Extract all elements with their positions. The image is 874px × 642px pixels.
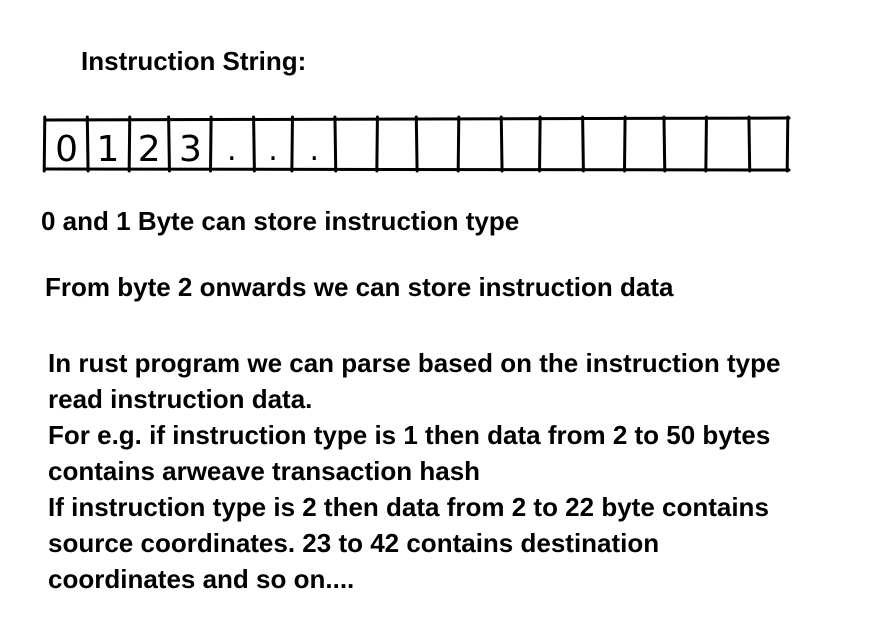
cell-divider: [499, 115, 504, 173]
cell-divider: [456, 115, 461, 173]
paragraph-line: If instruction type is 2 then data from …: [48, 492, 769, 522]
paragraph-line: source coordinates. 23 to 42 contains de…: [48, 528, 660, 558]
instruction-string-title: Instruction String:: [81, 46, 307, 76]
cell-divider: [785, 115, 790, 173]
cell-divider: [538, 115, 542, 173]
cell-divider: [42, 115, 47, 173]
cell-divider: [581, 115, 585, 173]
cell-divider: [85, 115, 90, 173]
byte-type-description: 0 and 1 Byte can store instruction type: [41, 206, 520, 236]
paragraph-line: read instruction data.: [48, 384, 313, 414]
paragraph-line: contains arweave transaction hash: [48, 456, 481, 486]
cell-divider: [209, 115, 213, 173]
byte-index-label: 2: [138, 129, 161, 170]
paragraph-line: coordinates and so on....: [48, 564, 355, 594]
cell-divider: [414, 115, 419, 173]
cell-divider: [704, 115, 708, 173]
cell-divider: [375, 115, 379, 173]
ellipsis-dot: .: [227, 133, 237, 168]
byte-index-label: 0: [55, 129, 78, 170]
ellipsis-dot: .: [310, 133, 320, 168]
cell-divider: [747, 115, 752, 173]
parsing-explanation: In rust program we can parse based on th…: [48, 345, 868, 597]
cell-divider: [167, 115, 171, 173]
cell-divider: [127, 115, 132, 173]
paragraph-line: For e.g. if instruction type is 1 then d…: [48, 420, 771, 450]
paragraph-line: In rust program we can parse based on th…: [48, 348, 781, 378]
cell-divider: [662, 115, 667, 173]
cell-divider: [252, 115, 256, 173]
byte-data-description: From byte 2 onwards we can store instruc…: [45, 272, 674, 302]
cell-divider: [290, 115, 294, 173]
ellipsis-dot: .: [268, 133, 278, 168]
cell-divider: [333, 115, 338, 173]
byte-index-label: 3: [179, 129, 202, 170]
byte-index-label: 1: [96, 129, 119, 170]
cell-divider: [622, 115, 627, 173]
